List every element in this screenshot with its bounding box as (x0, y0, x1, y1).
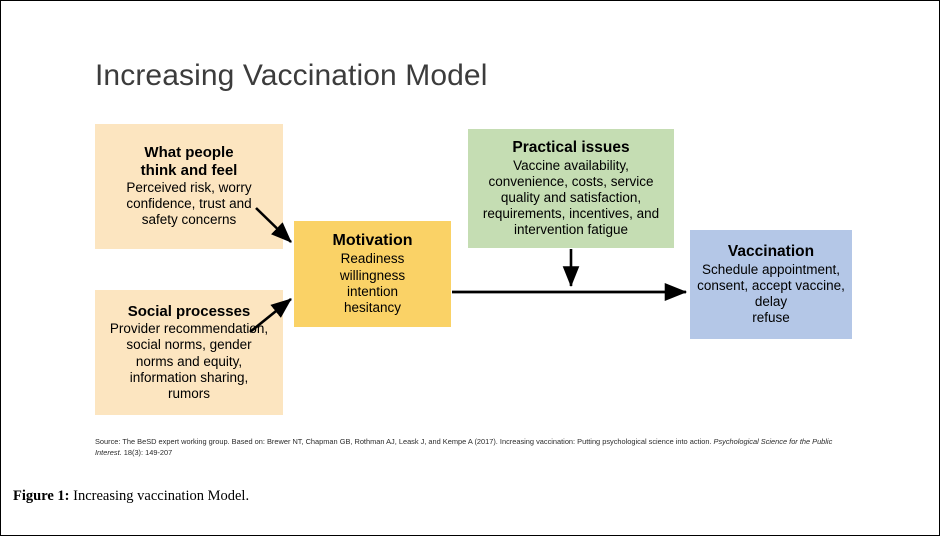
node-body-think-feel: Perceived risk, worry confidence, trust … (126, 180, 252, 228)
figure-panel: Increasing Vaccination Model What people… (2, 2, 938, 470)
node-title-vaccination: Vaccination (727, 242, 815, 260)
source-note-journal: Psychological Science for the Public Int… (95, 437, 833, 458)
node-title-think-feel: What people think and feel (140, 144, 238, 179)
node-social-processes: Social processes Provider recommendation… (95, 290, 283, 415)
node-title-social-processes: Social processes (127, 302, 251, 320)
source-note-part2: . 18(3): 149-207 (119, 448, 173, 458)
source-note: Source: The BeSD expert working group. B… (95, 436, 855, 459)
figure-caption-label: Figure 1: (13, 488, 70, 504)
node-practical-issues: Practical issues Vaccine availability, c… (468, 129, 674, 248)
node-motivation: Motivation Readiness willingness intenti… (294, 221, 451, 327)
page-title: Increasing Vaccination Model (95, 59, 488, 92)
node-what-people-think-and-feel: What people think and feel Perceived ris… (95, 124, 283, 249)
figure-caption: Figure 1: Increasing vaccination Model. (13, 488, 249, 505)
node-vaccination: Vaccination Schedule appointment, consen… (690, 230, 852, 339)
node-body-motivation: Readiness willingness intention hesitanc… (339, 251, 406, 315)
figure-caption-text: Increasing vaccination Model. (69, 488, 250, 504)
node-title-practical-issues: Practical issues (512, 138, 630, 156)
node-body-practical-issues: Vaccine availability, convenience, costs… (482, 157, 660, 238)
node-body-social-processes: Provider recommendation, social norms, g… (109, 321, 269, 401)
source-note-part1: Source: The BeSD expert working group. B… (95, 437, 714, 446)
node-body-vaccination: Schedule appointment, consent, accept va… (697, 261, 845, 326)
node-title-motivation: Motivation (332, 231, 413, 249)
